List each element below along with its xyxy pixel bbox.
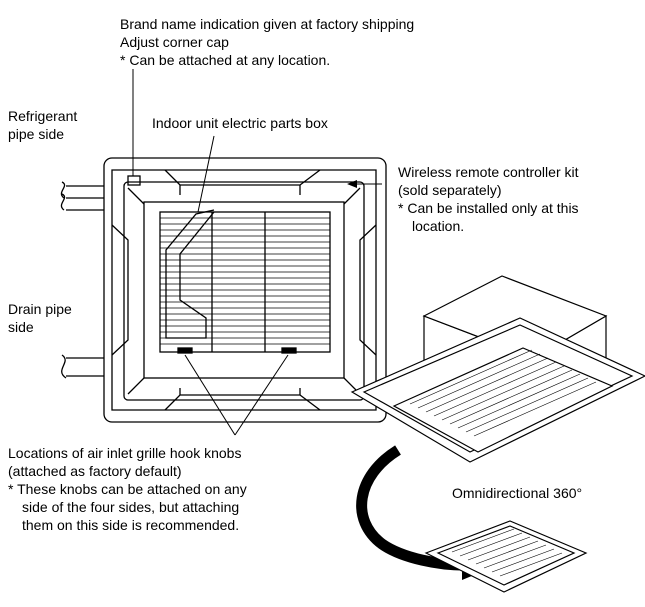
hook-knobs-note-line1: * These knobs can be attached on any <box>8 481 247 497</box>
leader-electric-box <box>197 135 215 213</box>
hook-knobs-note-line3: them on this side is recommended. <box>22 517 240 533</box>
detached-grille <box>424 520 588 593</box>
leader-lines <box>132 69 382 436</box>
hook-knobs-note-line2: side of the four sides, but attaching <box>22 499 240 515</box>
drain-pipe-label-line2: side <box>8 319 34 335</box>
electric-parts-box-label: Indoor unit electric parts box <box>152 115 328 131</box>
refrigerant-label-line1: Refrigerant <box>8 108 78 124</box>
hook-knobs-label-line2: (attached as factory default) <box>8 463 182 479</box>
remote-kit-note-line2: location. <box>412 218 465 234</box>
remote-kit-label-line1: Wireless remote controller kit <box>398 164 579 180</box>
brand-name-label-line1: Brand name indication given at factory s… <box>120 16 415 32</box>
remote-kit-label-line2: (sold separately) <box>398 182 502 198</box>
leader-hook-left <box>184 354 236 436</box>
refrigerant-label-line2: pipe side <box>8 126 65 142</box>
detached-grille-slats <box>451 528 563 577</box>
leader-hook-right <box>234 354 289 436</box>
drain-pipe-label-line1: Drain pipe <box>8 301 72 317</box>
unit-top-view <box>60 157 387 423</box>
remote-kit-note-line1: * Can be installed only at this <box>398 200 579 216</box>
hook-knobs-label-line1: Locations of air inlet grille hook knobs <box>8 445 242 461</box>
omnidirectional-label: Omnidirectional 360° <box>452 485 583 501</box>
grille-slats <box>160 217 330 345</box>
isometric-grille-slats <box>409 349 597 437</box>
corner-cap-label: Adjust corner cap <box>120 34 229 50</box>
corner-cap-note: * Can be attached at any location. <box>120 52 331 68</box>
unit-isometric <box>350 275 645 463</box>
